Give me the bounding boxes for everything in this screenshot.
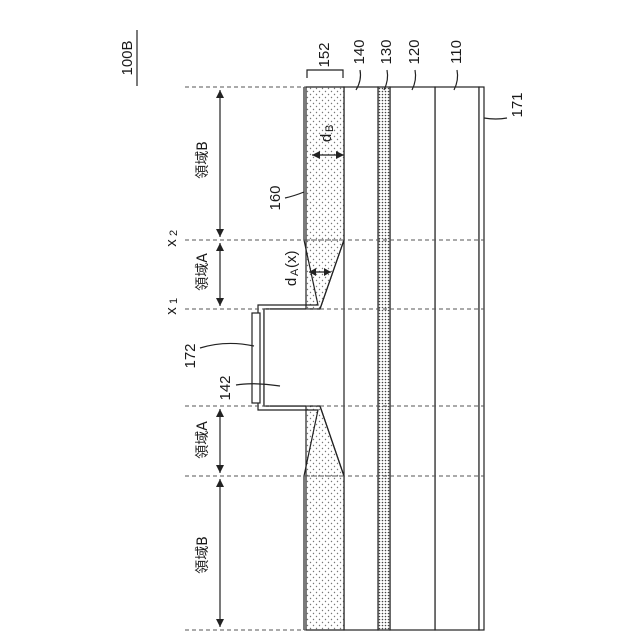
- x2-sub: 2: [168, 230, 180, 236]
- label-171: 171: [509, 92, 526, 117]
- x2-label: x 2: [163, 230, 180, 247]
- da-main: d: [283, 278, 300, 286]
- figure-label-text: 100B: [119, 40, 136, 75]
- region-b-bottom-label: 領域B: [194, 536, 211, 574]
- x1-sub: 1: [168, 298, 180, 304]
- ridge-142: [264, 309, 320, 406]
- x2-main: x: [163, 239, 180, 247]
- region-arrows: [216, 90, 224, 627]
- label-130: 130: [378, 39, 395, 64]
- leader-152: [307, 70, 343, 78]
- region-b-top-label: 領域B: [194, 141, 211, 179]
- db-main: d: [318, 134, 335, 142]
- layer-120: [390, 87, 435, 630]
- thickness-da-label: d A (x): [283, 251, 301, 287]
- label-140: 140: [351, 39, 368, 64]
- label-120: 120: [406, 39, 423, 64]
- layer-130: [378, 87, 390, 630]
- figure-label: 100B: [119, 30, 137, 86]
- leader-172: [200, 343, 254, 348]
- layer-140: [344, 87, 378, 630]
- label-172: 172: [182, 343, 199, 368]
- x1-main: x: [163, 307, 180, 315]
- x1-label: x 1: [163, 298, 180, 315]
- label-160: 160: [267, 185, 284, 210]
- region-a-bottom-label: 領域A: [194, 421, 211, 459]
- region-a-top-label: 領域A: [194, 253, 211, 291]
- label-142: 142: [217, 375, 234, 400]
- leader-171: [484, 118, 507, 119]
- label-152: 152: [316, 42, 333, 67]
- da-arg: (x): [283, 251, 300, 269]
- da-sub: A: [289, 268, 301, 276]
- db-sub: B: [324, 125, 336, 132]
- leader-160: [285, 192, 304, 198]
- layer-110: [435, 87, 479, 630]
- layer-171: [479, 87, 484, 630]
- electrode-172: [252, 313, 260, 403]
- label-110: 110: [448, 40, 465, 64]
